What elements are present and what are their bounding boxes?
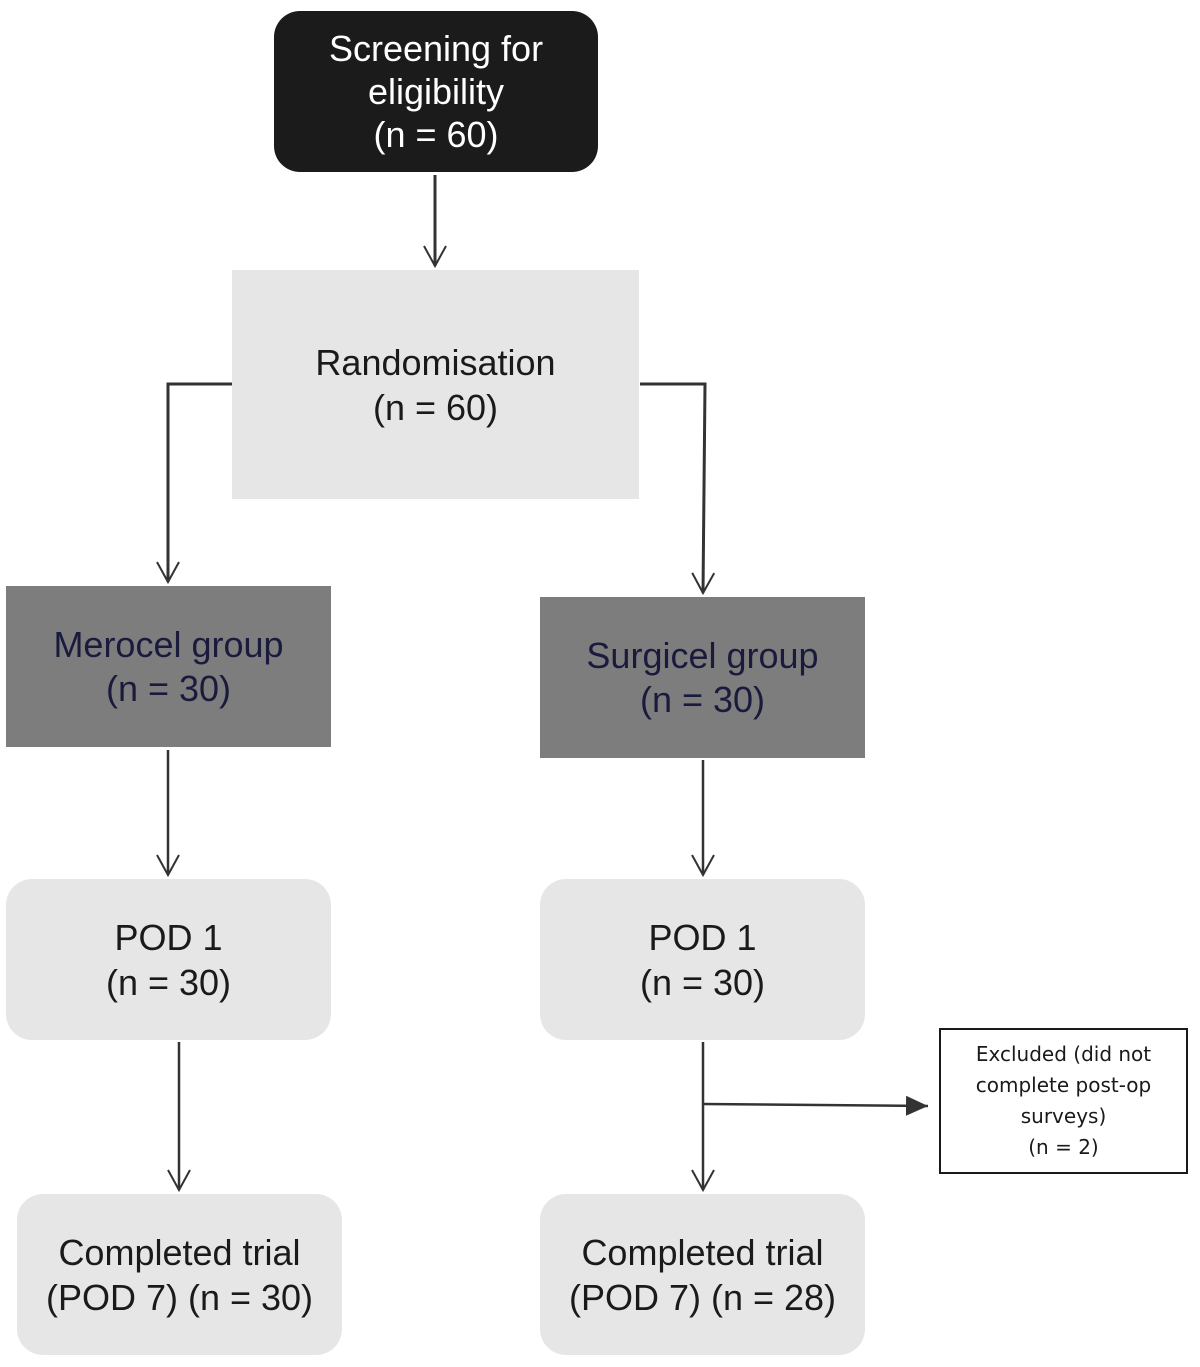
randomisation-box: Randomisation (n = 60)	[232, 270, 639, 499]
surgicel-group-box: Surgicel group (n = 30)	[540, 597, 865, 758]
surgicel-group-count: (n = 30)	[639, 678, 766, 720]
arrow-to-excluded	[702, 1095, 929, 1116]
surgicel-pod1-label: POD 1	[648, 916, 757, 958]
screening-box: Screening for eligibility (n = 60)	[274, 11, 598, 172]
excluded-line-2: complete post-op	[975, 1073, 1152, 1097]
arrow-randomisation-to-surgicel	[640, 382, 716, 596]
arrow-randomisation-to-merocel	[156, 382, 232, 585]
excluded-box: Excluded (did not complete post-op surve…	[939, 1028, 1188, 1174]
excluded-count: (n = 2)	[1028, 1135, 1099, 1159]
surgicel-completed-label: Completed trial	[581, 1231, 824, 1273]
surgicel-completed-count: (POD 7) (n = 28)	[568, 1276, 837, 1318]
merocel-pod1-box: POD 1 (n = 30)	[6, 879, 331, 1040]
excluded-line-3: surveys)	[1020, 1104, 1107, 1128]
screening-line-2: eligibility	[367, 71, 505, 112]
randomisation-label: Randomisation	[315, 341, 556, 383]
merocel-group-box: Merocel group (n = 30)	[6, 586, 331, 747]
merocel-completed-count: (POD 7) (n = 30)	[45, 1276, 314, 1318]
screening-count: (n = 60)	[373, 114, 499, 155]
surgicel-pod1-count: (n = 30)	[639, 961, 766, 1003]
surgicel-pod1-box: POD 1 (n = 30)	[540, 879, 865, 1040]
surgicel-completed-box: Completed trial (POD 7) (n = 28)	[540, 1194, 865, 1355]
randomisation-count: (n = 60)	[372, 386, 499, 428]
surgicel-group-label: Surgicel group	[586, 634, 819, 676]
merocel-completed-label: Completed trial	[58, 1231, 301, 1273]
merocel-pod1-label: POD 1	[114, 916, 223, 958]
merocel-group-count: (n = 30)	[105, 667, 232, 709]
screening-line-1: Screening for	[328, 28, 544, 69]
excluded-line-1: Excluded (did not	[975, 1042, 1152, 1066]
merocel-completed-box: Completed trial (POD 7) (n = 30)	[17, 1194, 342, 1355]
merocel-pod1-count: (n = 30)	[105, 961, 232, 1003]
merocel-group-label: Merocel group	[53, 623, 284, 665]
